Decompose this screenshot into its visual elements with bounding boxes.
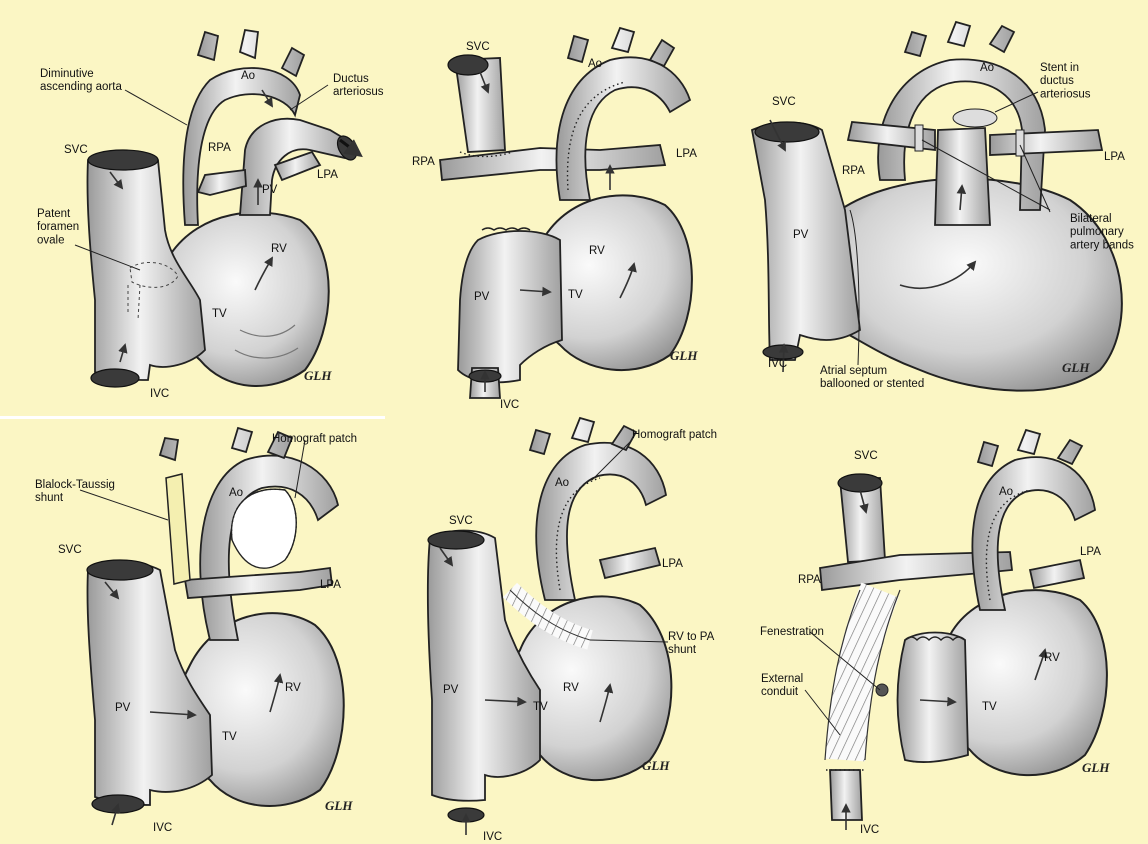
panel-4-ivc-lumen [92, 795, 144, 813]
panel-3-label-pv: PV [793, 229, 809, 241]
panel-6-lpa [1030, 560, 1084, 588]
panel-4-label-lpa: LPA [320, 579, 341, 591]
panel-1-ivc-lumen [91, 369, 139, 387]
panel-6-label-svc: SVC [854, 450, 878, 462]
panel-1-label-svc: SVC [64, 144, 88, 156]
panel-6-label-rpa: RPA [798, 574, 821, 586]
panel-2-atrial-suture-rim [482, 228, 530, 230]
panel-2-atrium [458, 231, 562, 382]
panel-1-svc-lumen [88, 150, 158, 170]
panel-1-rpa [198, 170, 246, 195]
panel-4-signature: GLH [325, 798, 353, 813]
panel-5-label-lpa: LPA [662, 558, 683, 570]
panel-2-label-lpa: LPA [676, 148, 697, 160]
panel-6-label-conduit: Externalconduit [761, 673, 803, 698]
panel-4-label-ivc: IVC [153, 822, 172, 834]
panel-4-label-rv: RV [285, 682, 301, 694]
panel-1-label-lpa: LPA [317, 169, 338, 181]
panel-4-label-tv: TV [222, 731, 237, 743]
panel-3-label-lpa: LPA [1104, 151, 1125, 163]
panel-5-label-pv: PV [443, 684, 459, 696]
panel-6-label-ao: Ao [999, 486, 1013, 498]
panel-6-label-fenestration: Fenestration [760, 626, 824, 638]
panel-5-neo-aorta [536, 443, 666, 600]
panel-5-sano: Homograft patch Ao SVC LPA RV to PAshunt… [428, 418, 717, 843]
panel-5-label-svc: SVC [449, 515, 473, 527]
panel-3-label-rpa: RPA [842, 165, 865, 177]
panel-5-signature: GLH [642, 758, 670, 773]
panel-3-lpa [990, 130, 1102, 155]
panel-2-label-pv: PV [474, 291, 490, 303]
panel-1-label-rv: RV [271, 243, 287, 255]
panel-6-label-lpa: LPA [1080, 546, 1101, 558]
panel-2-label-svc: SVC [466, 41, 490, 53]
panel-1-signature: GLH [304, 368, 332, 383]
panel-3-svc-lumen [755, 122, 819, 142]
panel-4-label-homograft: Homograft patch [272, 433, 357, 445]
panel-2-signature: GLH [670, 348, 698, 363]
panel-3-label-bands: Bilateralpulmonaryartery bands [1070, 213, 1134, 251]
panel-5-label-tv: TV [533, 701, 548, 713]
panel-3-label-ivc: IVC [768, 358, 787, 370]
panel-6-fenestration [876, 684, 888, 696]
panel-3-ductal-stent [953, 109, 997, 127]
panel-3-signature: GLH [1062, 360, 1090, 375]
panel-3-atrium [752, 123, 860, 361]
panel-5-svc-lumen [428, 531, 484, 549]
panel-4-leader-bt [80, 490, 168, 520]
panel-6-label-rv: RV [1044, 652, 1060, 664]
panel-5-label-ao: Ao [555, 477, 569, 489]
panel-3-label-ao: Ao [980, 62, 994, 74]
panel-3-arch-branches [905, 22, 1014, 56]
panel-4-label-svc: SVC [58, 544, 82, 556]
panel-2-label-rv: RV [589, 245, 605, 257]
panel-2-label-tv: TV [568, 289, 583, 301]
panel-5-label-rv: RV [563, 682, 579, 694]
panel-5-label-homograft: Homograft patch [632, 429, 717, 441]
panel-4-label-ao: Ao [229, 487, 243, 499]
panel-3-band-right [915, 125, 923, 151]
panel-5-lpa [600, 548, 660, 578]
row-divider [0, 416, 385, 419]
panel-6-label-tv: TV [982, 701, 997, 713]
panel-1-leader-diminutive [125, 90, 187, 125]
panel-2-neo-aorta [557, 57, 690, 200]
panel-1-label-tv: TV [212, 308, 227, 320]
panel-1-label-rpa: RPA [208, 142, 231, 154]
panel-4-label-pv: PV [115, 702, 131, 714]
panel-2-label-ivc: IVC [500, 399, 519, 411]
panel-1-label-ao: Ao [241, 70, 255, 82]
panel-4-bt-shunt [166, 474, 190, 584]
panel-3-label-stent: Stent inductusarteriosus [1040, 62, 1091, 100]
panel-3-pulmonary-trunk [935, 128, 990, 225]
panel-5-atrium [428, 531, 540, 801]
panel-1-label-ivc: IVC [150, 388, 169, 400]
panel-1-label-pv: PV [262, 184, 278, 196]
panel-6-svc-lumen [838, 474, 882, 492]
panel-2-svc-lumen [448, 55, 488, 75]
panel-2-label-ao: Ao [588, 58, 602, 70]
panel-5-label-ivc: IVC [483, 831, 502, 843]
panel-4-svc-lumen [87, 560, 153, 580]
panel-6-atrium [898, 633, 969, 763]
panel-2-label-rpa: RPA [412, 156, 435, 168]
panel-6-label-ivc: IVC [860, 824, 879, 836]
panel-3-label-svc: SVC [772, 96, 796, 108]
panel-2-norwood-glenn: SVC Ao RPA LPA RV PV TV IVC GLH [412, 28, 698, 411]
panel-6-signature: GLH [1082, 760, 1110, 775]
